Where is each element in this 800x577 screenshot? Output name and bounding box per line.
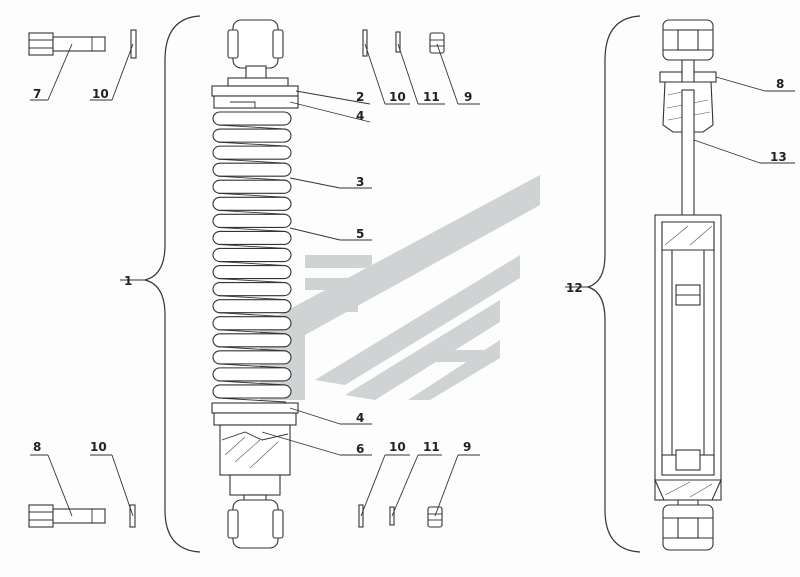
shock-absorber-with-spring: [211, 19, 299, 549]
bolt-8-top: [28, 32, 106, 56]
spring-coil: [212, 333, 292, 348]
spring-coil: [212, 367, 292, 382]
damper-section-view: [654, 19, 722, 551]
spring-coil-edge: [217, 141, 287, 147]
spring-coil-edge: [217, 380, 287, 386]
callout-1: 1: [124, 274, 132, 288]
brace-assembly-1: [144, 15, 201, 553]
spring-coil: [212, 196, 292, 211]
callout-4-upper: 4: [356, 109, 364, 123]
spring-coil: [212, 213, 292, 228]
callout-7: 8: [776, 77, 784, 91]
spring-coil-edge: [217, 329, 287, 335]
leader-lines: [30, 43, 795, 517]
callout-9-top: 9: [464, 90, 472, 104]
callout-8-top: 7: [33, 87, 41, 101]
bolt-8-bottom: [28, 504, 106, 528]
spring-coil-edge: [217, 363, 287, 369]
callout-4-lower: 4: [356, 411, 364, 425]
callout-9-bottom: 9: [463, 440, 471, 454]
spring-coil-edge: [217, 158, 287, 164]
spring-coil: [212, 384, 292, 399]
washer-10-bottom-left: [129, 504, 136, 528]
spring-coil: [212, 316, 292, 331]
spring-coil: [212, 247, 292, 263]
spring-coil: [212, 350, 292, 365]
spring-coil-edge: [217, 124, 287, 130]
callout-6: 6: [356, 442, 364, 456]
washer-10-top-left: [130, 29, 137, 59]
nut-9-top: [429, 32, 445, 54]
callout-8-bottom: 8: [33, 440, 41, 454]
callout-labels: 7 10 2 10 11 9 4 3 5 1 4 6 8 10 10 11 9 …: [33, 77, 787, 456]
callout-3: 3: [356, 175, 364, 189]
callout-11-top-right: 11: [423, 90, 440, 104]
spring-coil: [212, 128, 292, 143]
callout-11-bottom-right: 11: [423, 440, 440, 454]
spring-coil-edge: [217, 175, 287, 181]
coil-spring-5: [212, 111, 292, 403]
callout-13: 13: [770, 150, 787, 164]
spring-coil: [212, 162, 292, 177]
callout-5: 5: [356, 227, 364, 241]
logo-watermark-icon: [260, 175, 540, 400]
spring-coil-edge: [217, 278, 287, 284]
spring-coil-edge: [217, 244, 287, 249]
spring-coil-edge: [217, 209, 287, 215]
callout-10-top-left: 10: [92, 87, 109, 101]
washer-10-top-right: [362, 29, 368, 57]
callout-12: 12: [566, 281, 583, 295]
callout-10-top-right: 10: [389, 90, 406, 104]
callout-10-bottom-left: 10: [90, 440, 107, 454]
spring-coil: [212, 282, 292, 297]
nut-9-bottom: [427, 506, 443, 528]
spring-coil-edge: [217, 397, 287, 403]
spring-coil-edge: [217, 192, 287, 198]
washer-11-top-right: [395, 31, 401, 53]
spring-coil: [212, 299, 292, 314]
spring-coil: [212, 111, 292, 126]
spring-coil-edge: [217, 261, 287, 266]
spring-coil: [212, 230, 292, 246]
spring-coil-edge: [217, 226, 287, 232]
spring-coil: [212, 145, 292, 160]
callout-2: 2: [356, 90, 364, 104]
spring-coil: [212, 179, 292, 194]
spring-coil-edge: [217, 295, 287, 301]
spring-coil-edge: [217, 312, 287, 318]
spring-coil: [212, 264, 292, 280]
spring-coil-edge: [217, 346, 287, 352]
brace-assembly-12: [585, 15, 641, 553]
callout-10-bottom-right: 10: [389, 440, 406, 454]
